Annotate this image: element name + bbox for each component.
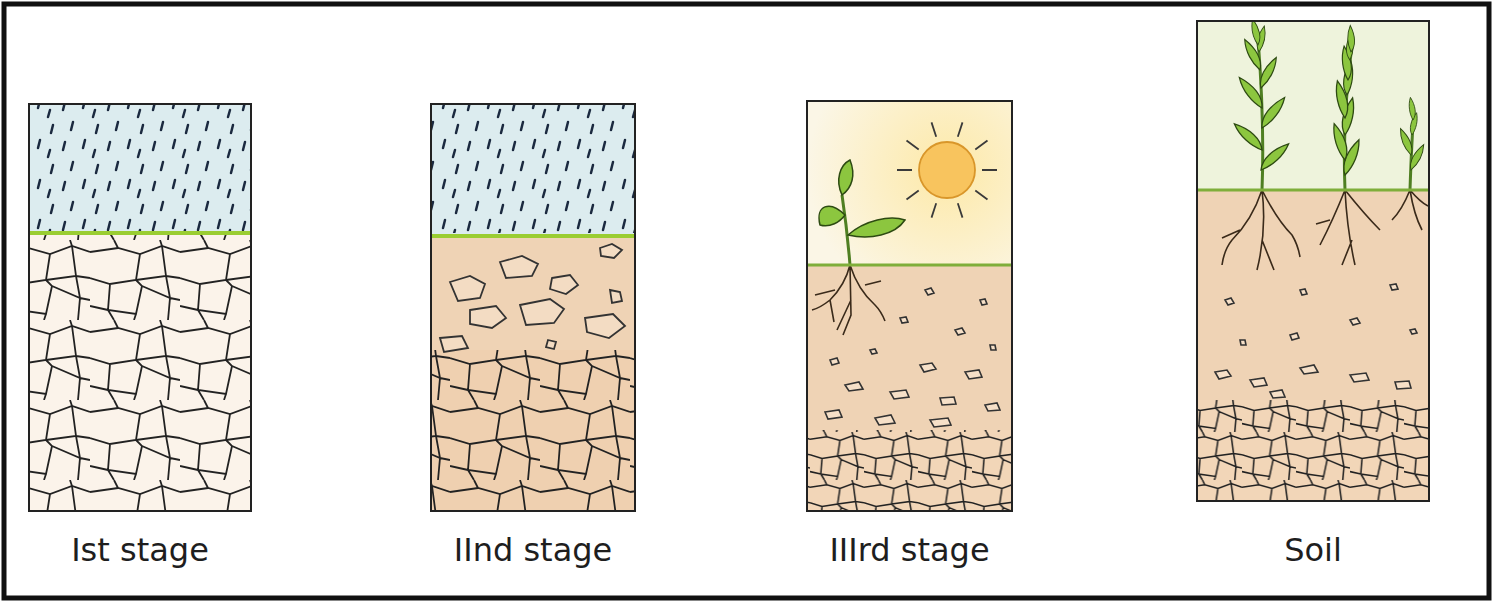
soil-layer [806, 265, 1013, 512]
ground-line [430, 234, 636, 238]
plant-roots [1222, 190, 1428, 270]
rain-drops [28, 103, 252, 231]
stage-panel: Ist stage [28, 103, 252, 512]
weathered-ground [430, 236, 636, 512]
ground-line [28, 231, 252, 235]
plant-stems [1258, 38, 1414, 190]
plant-leaves [1229, 20, 1430, 175]
soil-art [1196, 20, 1430, 502]
cracked-rock [430, 350, 636, 512]
plant-stem [842, 195, 850, 265]
stage-label: IIIrd stage [788, 530, 1031, 570]
stage-panel: IIIrd stage [806, 100, 1013, 512]
soil-layer [1196, 190, 1430, 502]
plant-leaves [819, 160, 905, 237]
plant-roots [812, 265, 885, 335]
cracked-rock [28, 233, 252, 512]
stage-three-art [806, 100, 1013, 512]
stage-two-art [430, 103, 636, 512]
cracked-rock [1196, 400, 1430, 502]
stage-panel: IInd stage [430, 103, 636, 512]
ground-line [1196, 189, 1430, 192]
stage-one-art [28, 103, 252, 512]
sky [430, 103, 636, 236]
cracked-rock [806, 430, 1013, 512]
stage-label: IInd stage [412, 530, 654, 570]
sun-rays [897, 122, 997, 217]
rain-drops [430, 103, 636, 233]
outer-frame [4, 4, 1489, 598]
sky [28, 103, 252, 233]
sun [919, 142, 975, 198]
stage-panel: Soil [1196, 20, 1430, 502]
sky [1196, 20, 1430, 190]
rock-fragments [440, 244, 625, 352]
sunny-sky [806, 100, 1013, 265]
stage-label: Ist stage [10, 530, 270, 570]
ground-line [806, 264, 1013, 267]
soil-particles [1215, 284, 1417, 398]
stage-label: Soil [1178, 530, 1448, 570]
